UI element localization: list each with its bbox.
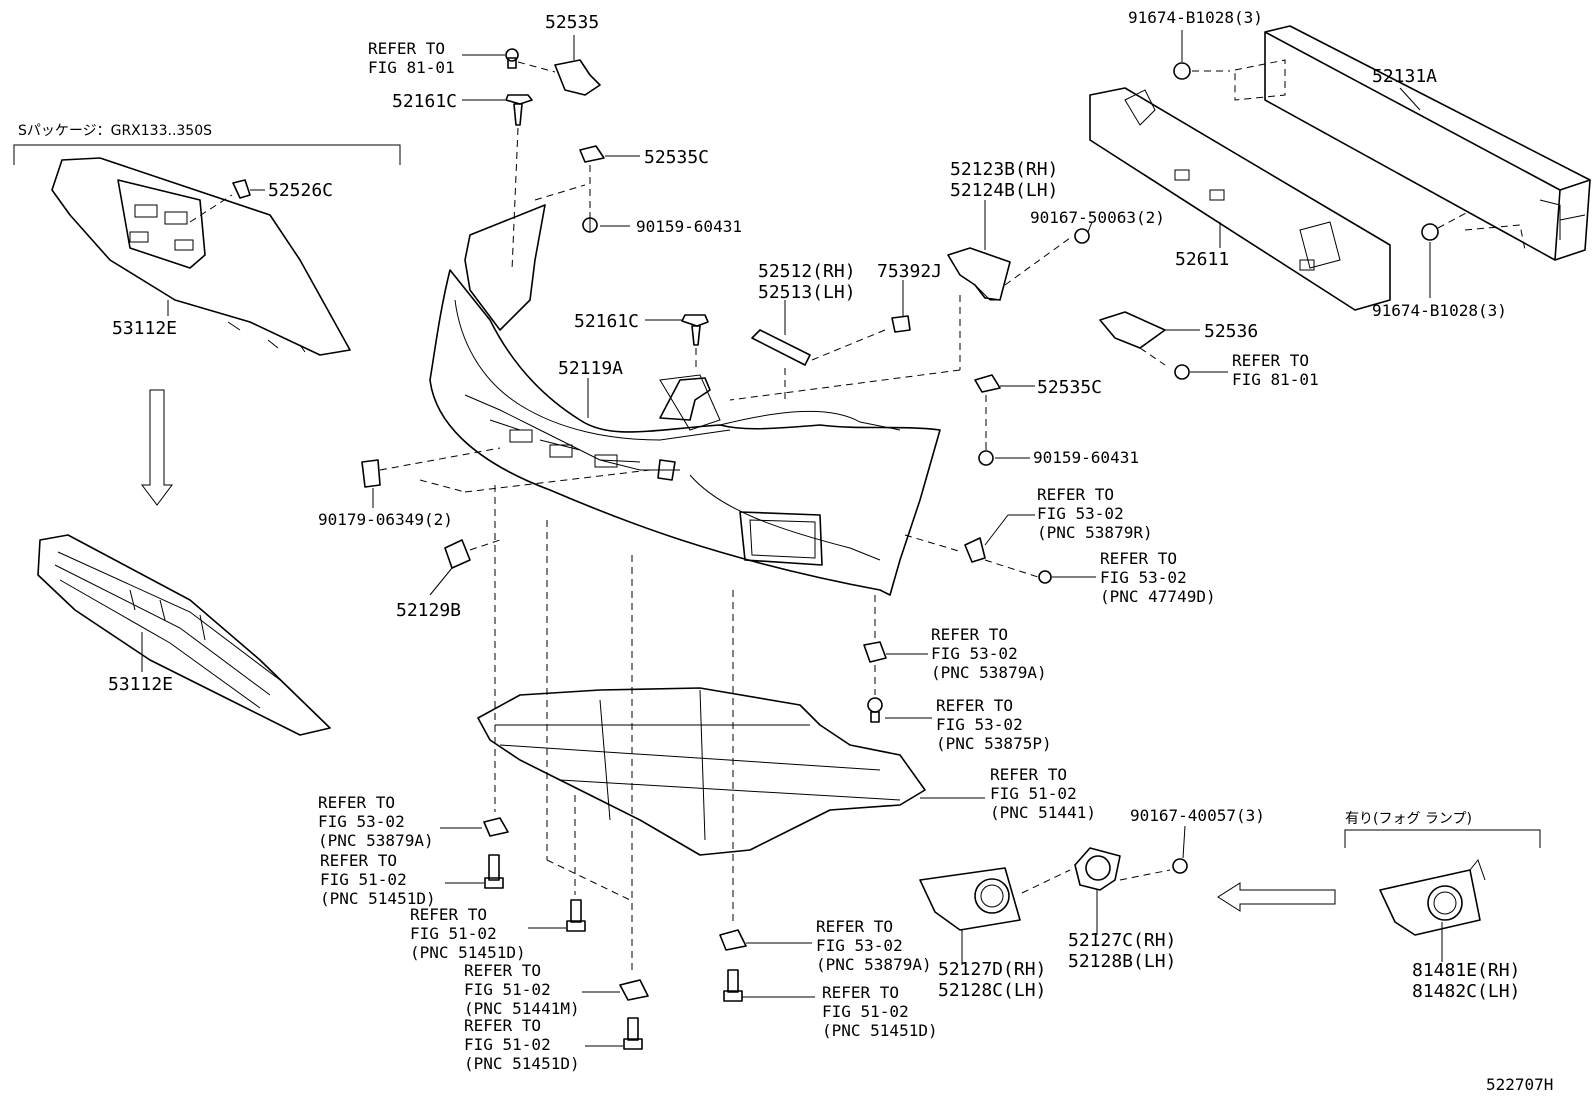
under-cover [477,687,926,856]
label-91674-bottom: 91674-B1028(3) [1372,301,1507,320]
label-52611: 52611 [1175,249,1229,270]
label-52536: 52536 [1204,321,1258,342]
clip-90179 [361,447,651,508]
down-arrow-icon [141,389,173,506]
clip-52535c-right [974,374,1035,440]
grille-53112e-top [51,157,351,356]
label-90167-50063: 90167-50063(2) [1030,208,1165,227]
s-package-label: Sパッケージ：GRX133..350S [18,123,212,139]
label-52128c: 52128C(LH) [938,980,1046,1001]
label-52161c-mid: 52161C [574,311,639,332]
label-52124b: 52124B(LH) [950,180,1058,201]
bolt-top-left [462,48,556,73]
clip-53879r [904,514,1035,563]
clip-47749d [984,559,1096,584]
label-90167-40057: 90167-40057(3) [1130,806,1265,825]
bracket-52123b [729,200,1071,401]
fog-lamp-label: 有り(フォグ ランプ) [1345,811,1472,827]
label-52127c: 52127C(RH) [1068,930,1176,951]
strip-52512 [751,300,886,400]
label-81481e: 81481E(RH) [1412,960,1520,981]
label-90159-top: 90159-60431 [636,217,742,236]
label-52129b: 52129B [396,600,461,621]
absorber-52611 [1089,87,1391,311]
label-52131a: 52131A [1372,66,1437,87]
bolt-51451d-a [445,854,504,889]
label-52119a: 52119A [558,358,623,379]
clip-52535c-top [579,145,640,210]
label-52128b: 52128B(LH) [1068,951,1176,972]
label-52535: 52535 [545,12,599,33]
cap-52129b [429,539,501,596]
label-52535c-top: 52535C [644,147,709,168]
bolt-refer-81-right [1174,364,1228,380]
label-52535c-right: 52535C [1037,377,1102,398]
bolt-51451d-b [528,899,586,932]
bolt-91674-bottom [1421,211,1469,298]
label-52123b: 52123B(RH) [950,159,1058,180]
grille-53112e-bottom [37,534,331,736]
bracket-52127c [1074,847,1171,935]
clip-53879a-left [440,817,509,837]
s-package-bracket [13,144,401,165]
bolt-91674-top [1173,30,1230,80]
screw-90167-40057 [1172,825,1188,874]
label-91674-top: 91674-B1028(3) [1128,8,1263,27]
fog-cover-52127d [919,867,1071,965]
clip-75392j [891,280,911,333]
label-90159-right: 90159-60431 [1033,448,1139,467]
bolt-51451d-c [585,1017,643,1050]
label-75392j: 75392J [877,261,942,282]
clip-53879a-mid [863,595,928,695]
clip-52161c-mid [645,314,709,370]
fog-cover-81481e [1379,858,1486,962]
label-52127d: 52127D(RH) [938,959,1046,980]
screw-90159-right [978,442,1030,466]
label-53112e-bottom: 53112E [108,674,173,695]
label-81482c: 81482C(LH) [1412,981,1520,1002]
left-arrow-icon [1217,882,1336,912]
fog-lamp-bracket [1344,829,1541,848]
bumper-cover-52119a [429,204,941,596]
clip-52161c-top [462,94,533,271]
bracket-mid [659,377,711,421]
bolt-51451d-d [723,969,815,1002]
retainer-52535 [554,35,601,96]
label-52513: 52513(LH) [758,282,856,303]
retainer-52536 [1099,311,1200,366]
clip-52526c [189,179,265,223]
label-53112e-top: 53112E [112,318,177,339]
bolt-90167-50063 [1074,221,1093,244]
screw-90159-top [582,212,630,233]
clip-51441m [582,979,649,1001]
bolt-53875p [867,697,932,723]
reinforcement-52131a [1234,25,1591,261]
label-90179: 90179-06349(2) [318,510,453,529]
label-52161c-top: 52161C [392,91,457,112]
label-52512: 52512(RH) [758,261,856,282]
label-52526c: 52526C [268,180,333,201]
figure-code: 522707H [1486,1075,1553,1094]
clip-53879a-bottom [719,929,812,951]
